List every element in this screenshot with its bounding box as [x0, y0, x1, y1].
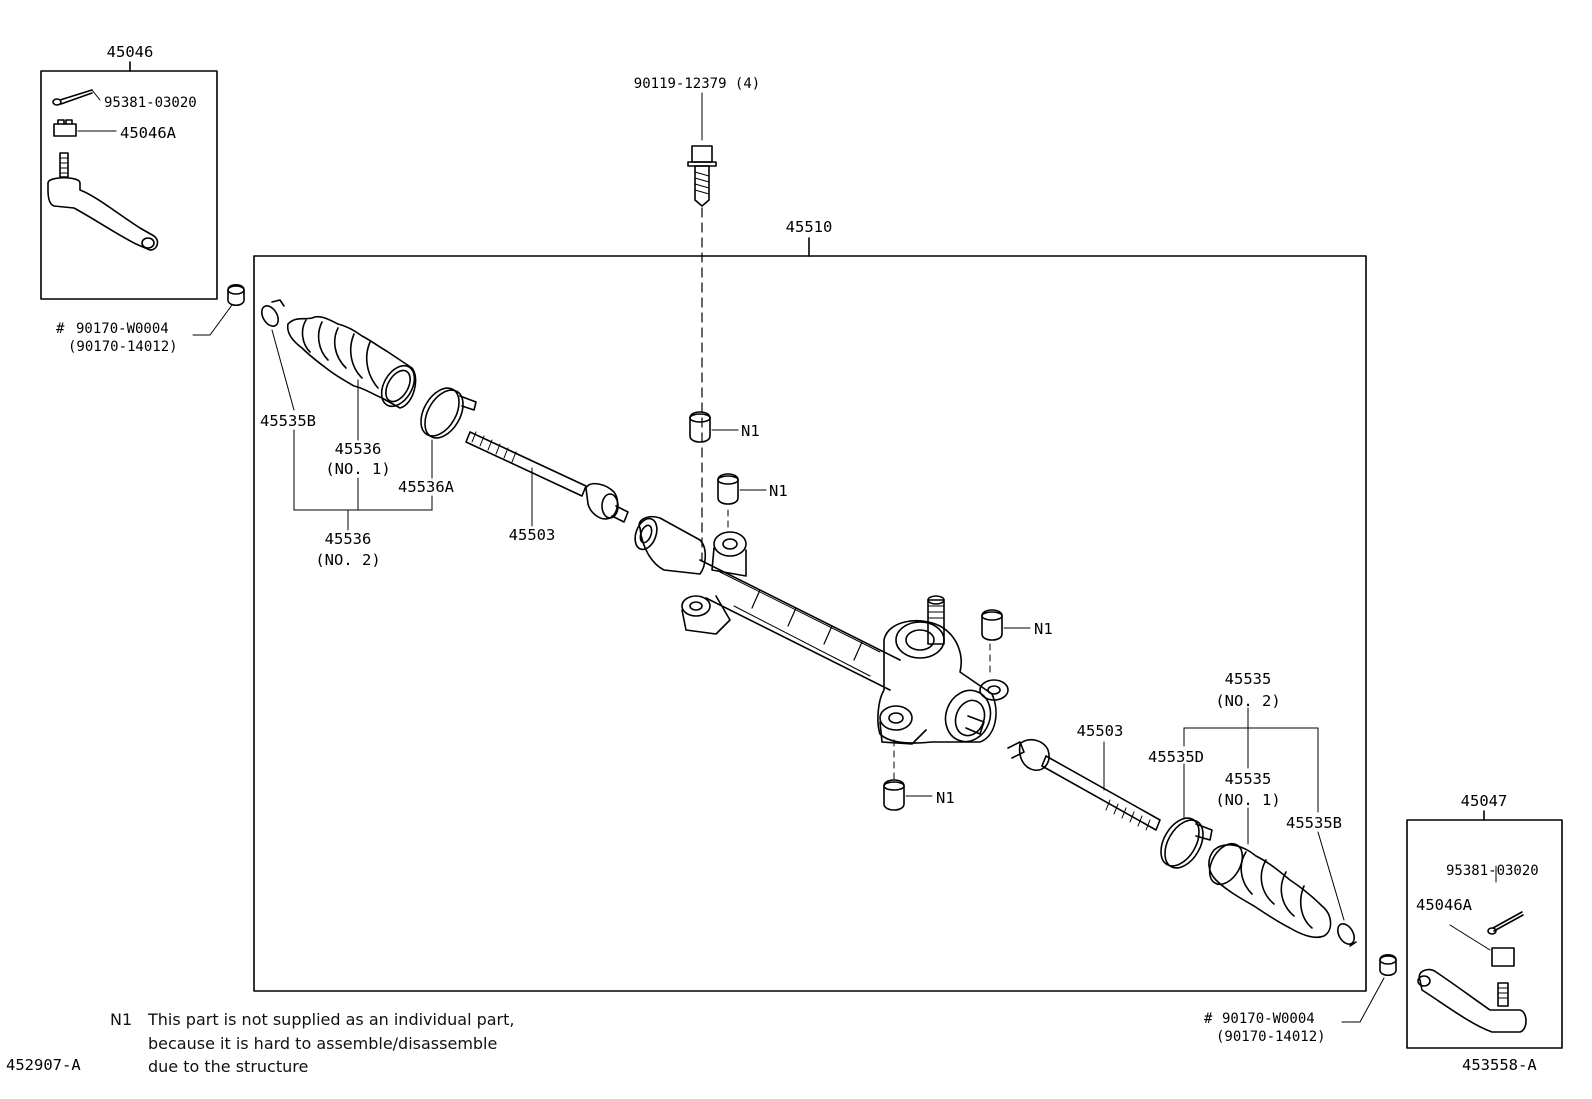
tie-rod-end-left-icon — [47, 152, 159, 251]
cotter-pin-left-part-number: 95381-03020 — [104, 95, 197, 111]
cotter-pin-right-icon — [1487, 865, 1524, 935]
footnote-line-2: because it is hard to assemble/disassemb… — [148, 1034, 498, 1053]
footnote-key: N1 — [110, 1010, 133, 1029]
reference-left: 452907-A — [6, 1056, 81, 1074]
footnote-line-1: This part is not supplied as an individu… — [148, 1010, 515, 1029]
lock-nut-left-alt-number: (90170-14012) — [68, 339, 178, 355]
bushing-n1-b-label: N1 — [769, 482, 788, 500]
tie-rod-end-right-icon — [1417, 968, 1527, 1033]
band-left-label: 45536A — [398, 478, 454, 496]
assembly-frame — [253, 255, 1367, 992]
boot-right-no2-label: 45535 — [1224, 670, 1272, 688]
lock-nut-right-part-number: 90170-W0004 — [1222, 1011, 1315, 1027]
bushing-n1-c-icon — [981, 609, 1031, 641]
band-right-label: 45535D — [1148, 748, 1204, 766]
nut-left-part-number: 45046A — [120, 124, 176, 142]
steering-rack-boot-right-icon — [1208, 842, 1332, 939]
lock-nut-left-part-number: 90170-W0004 — [76, 321, 169, 337]
bushing-n1-b-icon — [717, 473, 767, 505]
tie-rod-right-label: 45503 — [1076, 722, 1124, 740]
clip-left-label: 45535B — [260, 412, 316, 430]
box-right-part-number: 45047 — [1460, 792, 1508, 810]
lock-nut-right-hash: # — [1204, 1011, 1213, 1027]
tie-rod-right-icon — [1007, 738, 1161, 831]
tie-rod-left-label: 45503 — [508, 526, 556, 544]
bushing-n1-d-label: N1 — [936, 789, 955, 807]
bushing-n1-a-label: N1 — [741, 422, 760, 440]
mounting-bolt-icon — [687, 145, 717, 207]
boot-band-left-icon — [420, 387, 477, 439]
assembly-part-number: 45510 — [785, 218, 833, 236]
footnote-line-3: due to the structure — [148, 1057, 309, 1076]
left-tie-rod-end-box — [40, 70, 218, 300]
steering-gear-housing-icon — [634, 515, 1009, 745]
boot-left-no1-sub: (NO. 1) — [325, 460, 391, 478]
boot-clip-left-icon — [261, 299, 285, 327]
boot-clip-right-icon — [1337, 923, 1357, 947]
boot-right-no1-sub: (NO. 1) — [1215, 791, 1281, 809]
lock-nut-right-icon — [1379, 953, 1397, 977]
lock-nut-right-alt-number: (90170-14012) — [1216, 1029, 1326, 1045]
cotter-pin-right-part-number: 95381-03020 — [1446, 863, 1539, 879]
boot-right-no2-sub: (NO. 2) — [1215, 692, 1281, 710]
cotter-pin-icon — [52, 89, 101, 106]
bushing-n1-a-icon — [689, 411, 739, 443]
lock-nut-left-hash: # — [56, 321, 65, 337]
tie-rod-left-icon — [465, 431, 629, 523]
clip-right-label: 45535B — [1286, 814, 1342, 832]
bushing-n1-d-icon — [883, 779, 933, 811]
boot-left-no2-label: 45536 — [324, 530, 372, 548]
castle-nut-right-icon — [1449, 924, 1515, 967]
reference-right: 453558-A — [1462, 1056, 1537, 1074]
boot-right-no1-label: 45535 — [1224, 770, 1272, 788]
box-left-part-number: 45046 — [106, 43, 154, 61]
lock-nut-left-icon — [227, 283, 245, 307]
right-tie-rod-end-box — [1406, 819, 1563, 1049]
boot-left-no1-label: 45536 — [334, 440, 382, 458]
bushing-n1-c-label: N1 — [1034, 620, 1053, 638]
nut-right-part-number: 45046A — [1416, 896, 1472, 914]
castle-nut-icon — [53, 119, 117, 137]
boot-left-no2-sub: (NO. 2) — [315, 551, 381, 569]
bolt-part-number: 90119-12379 (4) — [633, 76, 761, 92]
steering-rack-boot-left-icon — [286, 315, 417, 409]
boot-band-right-icon — [1160, 817, 1213, 869]
